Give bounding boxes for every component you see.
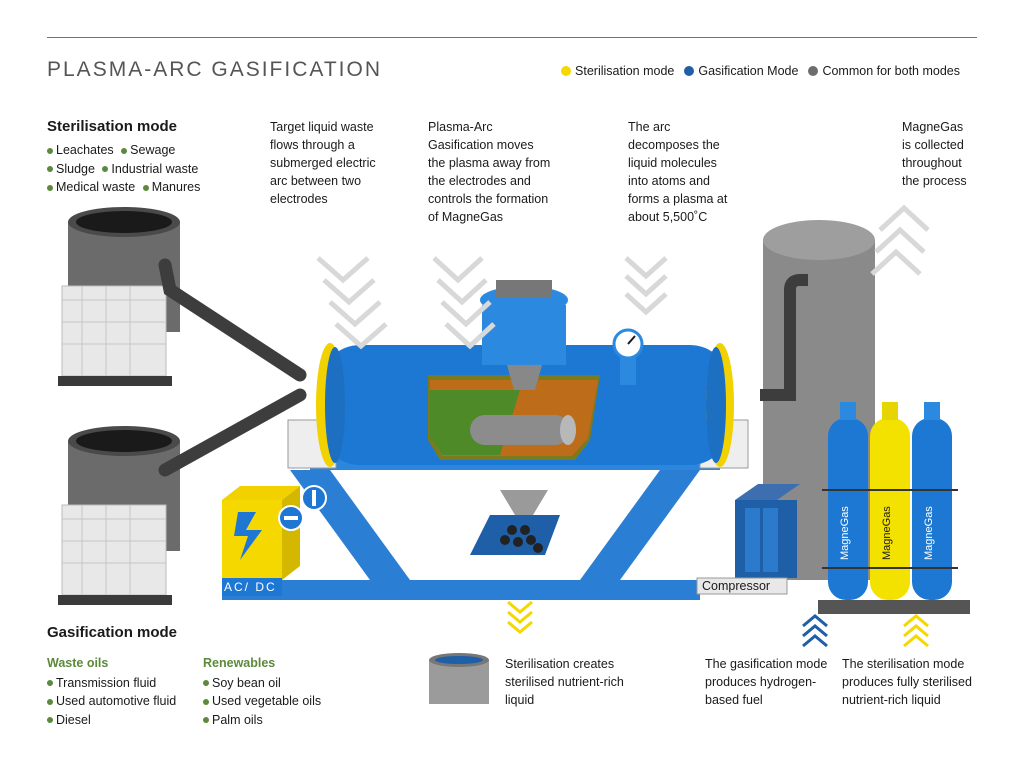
- legend-label: Sterilisation mode: [575, 64, 675, 78]
- note-sterile-fluid: The sterilisation mode produces fully st…: [842, 657, 972, 707]
- electrode-housing: [480, 280, 568, 390]
- list-item: Used automotive fluid: [47, 692, 176, 711]
- input-item: Sludge: [56, 161, 95, 176]
- chevron-up-icon: [802, 614, 828, 648]
- cylinder-label: MagneGas: [839, 506, 851, 560]
- input-item: Leachates: [56, 143, 114, 157]
- waste-oils-heading: Waste oils: [47, 656, 109, 670]
- input-item: Industrial waste: [111, 161, 199, 176]
- tote-upper: [58, 285, 172, 386]
- compressor-label: Compressor: [702, 579, 771, 593]
- legend-label: Common for both modes: [822, 64, 960, 78]
- list-item: Diesel: [47, 711, 176, 730]
- note-plasma-arc: Plasma-Arc Gasification moves the plasma…: [428, 120, 551, 224]
- gas-cylinders: [818, 402, 970, 614]
- note-target-liquid: Target liquid waste flows through a subm…: [270, 120, 376, 206]
- tote-lower: [58, 504, 172, 605]
- input-row: Medical waste Manures: [47, 178, 204, 197]
- cylinder-label: MagneGas: [923, 506, 935, 560]
- input-item: Medical waste: [56, 180, 136, 194]
- liquid-drum-icon: [429, 653, 489, 704]
- plasma-chamber: [428, 375, 600, 460]
- note-arc: The arc decomposes the liquid molecules …: [628, 120, 728, 224]
- power-supply: [222, 486, 300, 596]
- legend-item-sterilisation: Sterilisation mode: [561, 64, 674, 78]
- chevron-up-icon: [870, 204, 930, 276]
- legend-item-gasification: Gasification Mode: [684, 64, 798, 78]
- feed-pipe-upper: [158, 258, 307, 382]
- legend-label: Gasification Mode: [698, 64, 799, 78]
- list-item: Used vegetable oils: [203, 692, 321, 711]
- note-collected: MagneGas is collected throughout the pro…: [902, 120, 967, 188]
- legend-swatch-grey: [808, 66, 819, 76]
- compressor: [696, 484, 800, 595]
- legend: Sterilisation mode Gasification Mode Com…: [561, 64, 960, 78]
- power-label: AC/ DC: [224, 580, 277, 594]
- chevron-down-icon: [507, 600, 533, 634]
- input-item: Manures: [151, 180, 201, 194]
- cylinder-label: MagneGas: [881, 506, 893, 560]
- list-item: Palm oils: [203, 711, 321, 730]
- note-gas-fuel: The gasification mode produces hydrogen-…: [705, 657, 828, 707]
- plus-icon: [301, 485, 327, 511]
- renewables-heading: Renewables: [203, 656, 276, 670]
- page-title: PLASMA-ARC GASIFICATION: [47, 58, 382, 81]
- waste-oils-list: Waste oils Transmission fluid Used autom…: [47, 654, 176, 729]
- legend-swatch-yellow: [561, 66, 572, 76]
- list-item: Soy bean oil: [203, 674, 321, 693]
- input-row: Sludge Industrial waste: [47, 160, 204, 179]
- list-item: Transmission fluid: [47, 674, 176, 693]
- legend-swatch-blue: [684, 66, 695, 76]
- renewables-list: Renewables Soy bean oil Used vegetable o…: [203, 654, 321, 729]
- gasification-heading: Gasification mode: [47, 624, 178, 641]
- chevron-down-icon: [316, 256, 668, 350]
- input-row: Leachates Sewage: [47, 141, 204, 160]
- legend-item-common: Common for both modes: [808, 64, 960, 78]
- ash-outlet: [470, 490, 560, 555]
- sterilisation-inputs: Leachates Sewage Sludge Industrial waste…: [47, 141, 204, 197]
- input-item: Sewage: [130, 143, 176, 157]
- minus-icon: [278, 505, 304, 531]
- sterilisation-heading: Sterilisation mode: [47, 118, 178, 135]
- top-rule: [47, 37, 977, 38]
- feed-pipe-lower: [158, 388, 307, 477]
- pressure-gauge: [612, 328, 644, 385]
- note-sterile-liquid: Sterilisation creates sterilised nutrien…: [505, 657, 624, 707]
- chevron-up-icon: [903, 614, 929, 648]
